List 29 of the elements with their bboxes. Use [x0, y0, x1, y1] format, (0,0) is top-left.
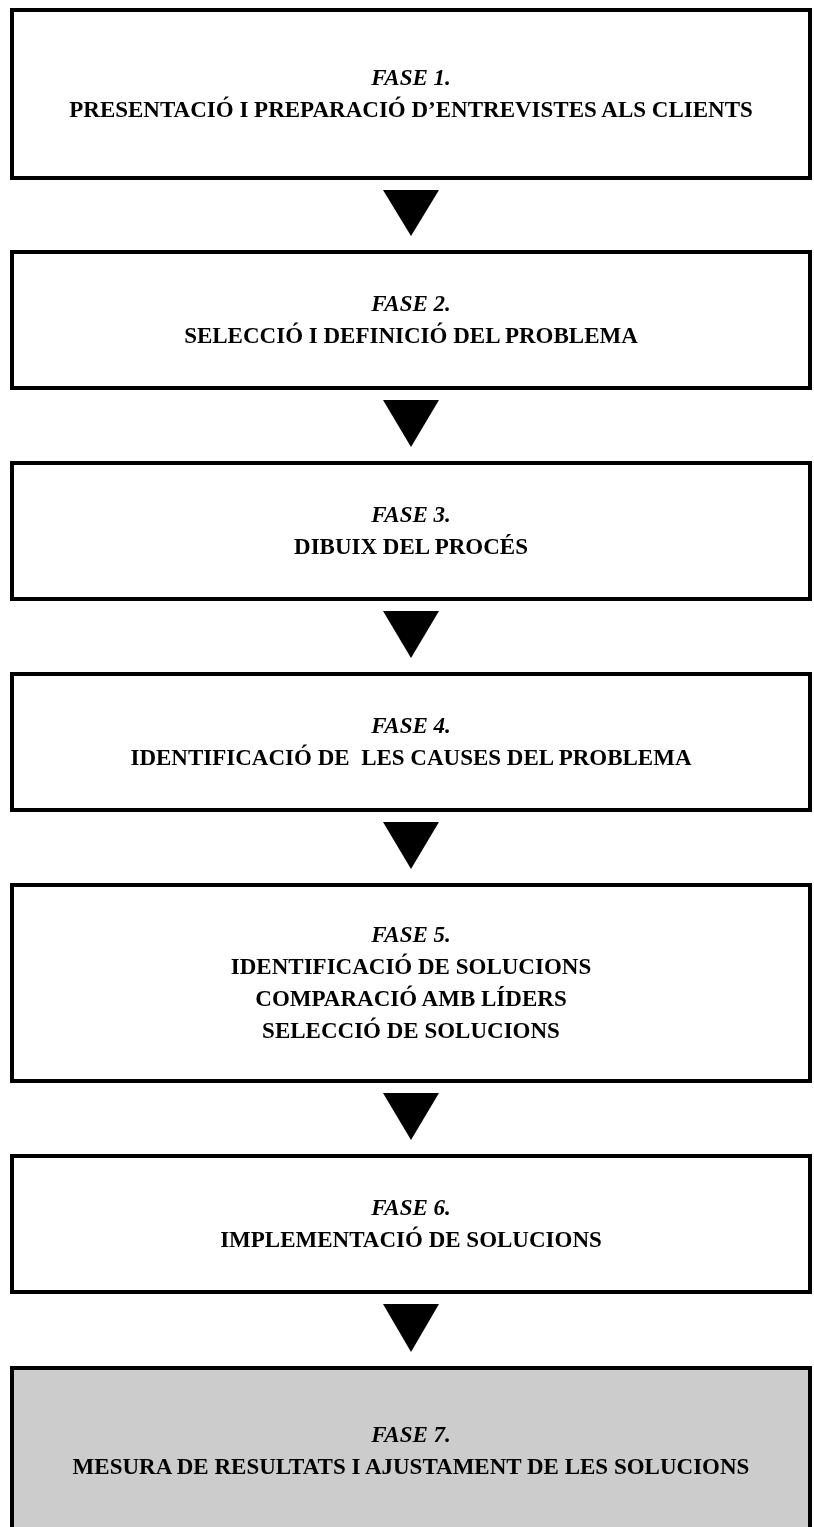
phase-title: MESURA DE RESULTATS I AJUSTAMENT DE LES SOLUCIONS — [72, 1453, 750, 1481]
phase-title: IMPLEMENTACIÓ DE SOLUCIONS — [220, 1225, 602, 1254]
process-box — [10, 1154, 812, 1294]
process-box — [10, 1366, 812, 1527]
process-box — [10, 250, 812, 390]
arrow — [383, 1304, 439, 1352]
phase-number: FASE 7. — [371, 1421, 451, 1449]
phase-number: FASE 6. — [371, 1194, 451, 1222]
process-box — [10, 672, 812, 812]
phase-title: DIBUIX DEL PROCÉS — [294, 533, 528, 561]
arrow — [383, 822, 439, 869]
phase-number: FASE 3. — [371, 501, 451, 529]
phase-number: FASE 5. — [371, 921, 451, 949]
phase-number: FASE 4. — [371, 712, 451, 740]
phase-title: IDENTIFICACIÓ DE LES CAUSES DEL PROBLEMA — [130, 743, 692, 772]
phase-title: IDENTIFICACIÓ DE SOLUCIONS — [230, 952, 592, 981]
phase-title: PRESENTACIÓ I PREPARACIÓ D’ENTREVISTES ALS CLIENTS — [69, 95, 753, 124]
arrow — [383, 611, 439, 658]
phase-number: FASE 1. — [371, 64, 451, 92]
arrow — [383, 400, 439, 447]
process-box — [10, 461, 812, 601]
phase-title: SELECCIÓ I DEFINICIÓ DEL PROBLEMA — [184, 321, 638, 350]
process-box — [10, 883, 812, 1083]
phase-number: FASE 2. — [371, 290, 451, 318]
arrow — [383, 190, 439, 236]
arrow — [383, 1093, 439, 1140]
phase-title: COMPARACIÓ AMB LÍDERS — [255, 984, 567, 1013]
process-box — [10, 8, 812, 180]
phase-title: SELECCIÓ DE SOLUCIONS — [262, 1016, 560, 1045]
